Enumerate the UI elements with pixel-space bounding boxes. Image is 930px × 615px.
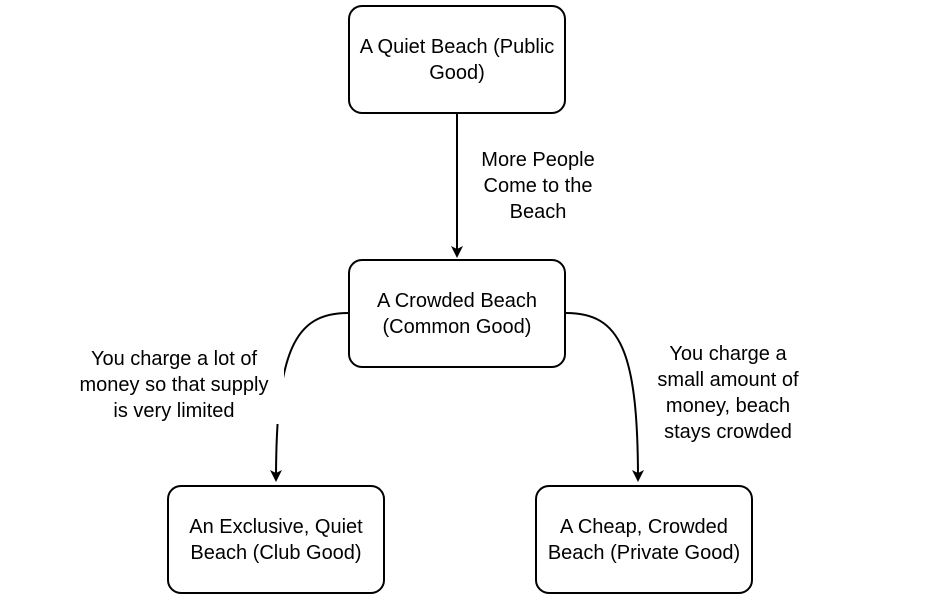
edge-charge-lot-label: You charge a lot of money so that supply… — [64, 346, 284, 424]
node-crowded-beach: A Crowded Beach (Common Good) — [348, 259, 566, 368]
node-club-beach-label: An Exclusive, Quiet Beach (Club Good) — [189, 515, 363, 564]
edge-charge-small-arrow — [565, 312, 644, 482]
node-club-beach: An Exclusive, Quiet Beach (Club Good) — [167, 485, 385, 594]
edge-charge-lot-arrow — [270, 312, 349, 482]
node-crowded-beach-label: A Crowded Beach (Common Good) — [376, 289, 538, 338]
node-private-beach-label: A Cheap, Crowded Beach (Private Good) — [547, 515, 741, 564]
edge-charge-small-label: You charge a small amount of money, beac… — [642, 341, 814, 445]
edge-more-people-label: More People Come to the Beach — [466, 147, 610, 225]
node-quiet-beach-label: A Quiet Beach (Public Good) — [359, 35, 555, 84]
node-quiet-beach: A Quiet Beach (Public Good) — [348, 5, 566, 114]
node-private-beach: A Cheap, Crowded Beach (Private Good) — [535, 485, 753, 594]
